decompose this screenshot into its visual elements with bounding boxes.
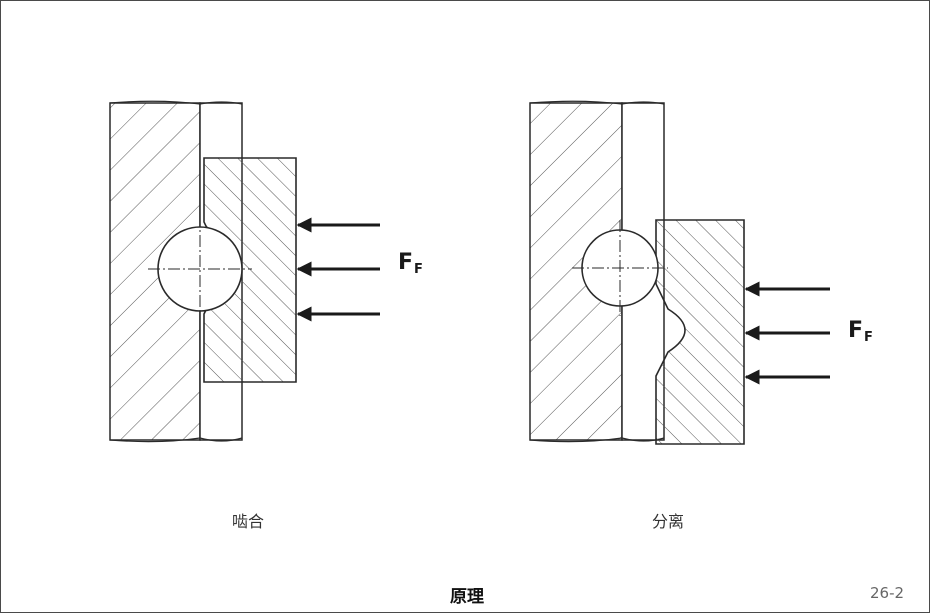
caption-engaged: 啮合 [232,512,265,531]
separated-assembly [529,100,830,445]
force-label-engaged: FF [398,250,423,277]
force-label-sub: F [414,262,423,277]
engaged-assembly [109,100,380,443]
force-label-sub: F [864,330,873,345]
locking-block-separated [655,219,745,445]
figure-title: 原理 [450,587,484,607]
figure-number: 26-2 [870,584,905,602]
force-label-main: F [848,318,864,343]
housing-wall-right [529,102,623,441]
force-label-main: F [398,250,414,275]
force-label-separated: FF [848,318,873,345]
caption-separated: 分离 [652,512,685,531]
